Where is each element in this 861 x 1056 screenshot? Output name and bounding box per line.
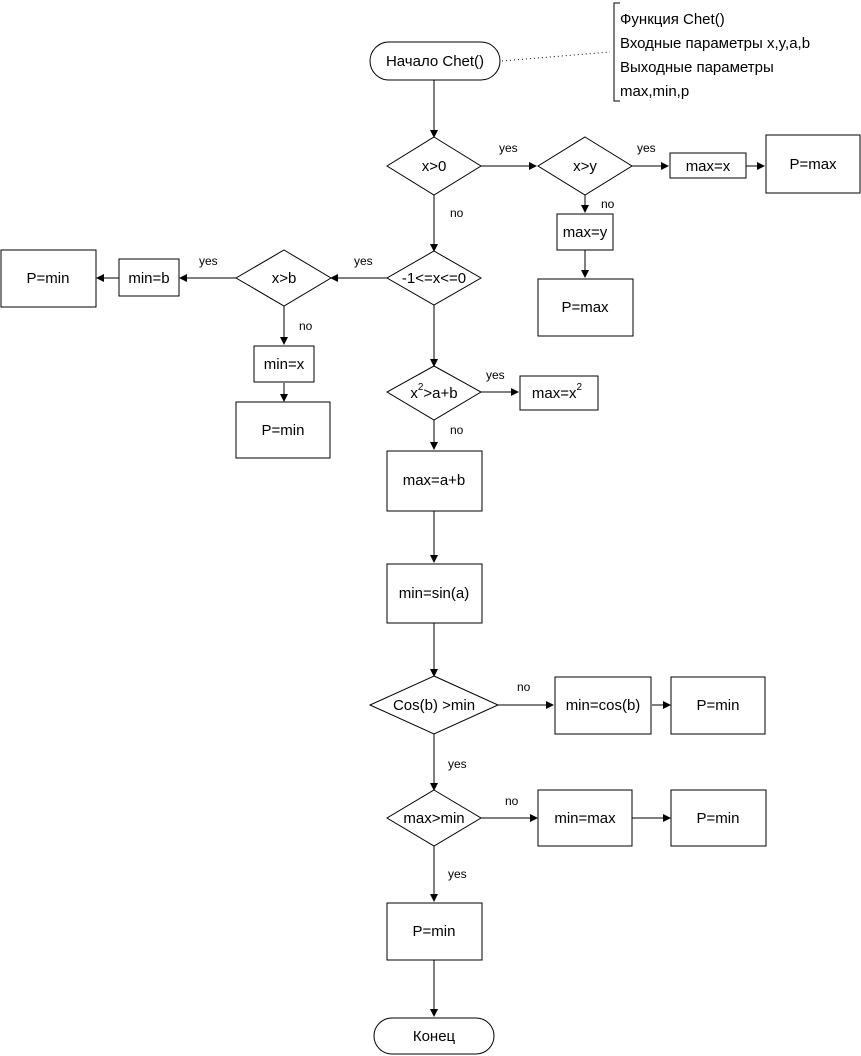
end-label: Конец bbox=[413, 1028, 456, 1045]
process-p-min-final-label: P=min bbox=[413, 923, 456, 940]
process-p-min-leftmid-label: P=min bbox=[262, 422, 305, 439]
process-max-x2-sup: 2 bbox=[577, 382, 583, 393]
process-min-eq-b-label: min=b bbox=[128, 270, 169, 287]
edge-label-no-x2: no bbox=[450, 423, 464, 437]
process-max-eq-x2-label: max=x2 bbox=[532, 382, 583, 402]
process-min-eq-b bbox=[118, 258, 180, 297]
process-p-min-left-label: P=min bbox=[27, 270, 70, 287]
process-max-eq-ab-label: max=a+b bbox=[403, 472, 466, 489]
decision-x-gt-0 bbox=[386, 136, 482, 196]
process-min-cos-label: min=cos(b) bbox=[566, 697, 641, 714]
process-max-eq-ab bbox=[386, 450, 483, 512]
process-p-max-mid bbox=[537, 278, 634, 337]
process-min-eq-max bbox=[537, 789, 633, 847]
edge-label-yes-maxmin: yes bbox=[448, 867, 467, 881]
edge-label-no-x0: no bbox=[450, 206, 464, 220]
decision-max-gt-min bbox=[386, 789, 482, 847]
edge-label-no-xb: no bbox=[299, 319, 313, 333]
process-max-eq-y bbox=[556, 213, 614, 251]
decision-x-gt-y-label: x>y bbox=[573, 158, 597, 175]
process-max-x2-base: max=x bbox=[532, 385, 577, 402]
decision-x2-sup: 2 bbox=[418, 382, 424, 393]
edge-label-no-maxmin: no bbox=[505, 794, 519, 808]
decision-range bbox=[385, 250, 483, 306]
process-p-min-maxmin bbox=[670, 789, 767, 847]
process-min-sin-label: min=sin(a) bbox=[399, 585, 469, 602]
edge-label-no-xy: no bbox=[601, 197, 615, 211]
edge-label-yes-x0: yes bbox=[499, 141, 518, 155]
note-line-4: max,min,p bbox=[620, 83, 689, 100]
process-min-sin bbox=[386, 563, 483, 624]
edge-label-yes-x2: yes bbox=[486, 368, 505, 382]
process-min-eq-max-label: min=max bbox=[554, 810, 616, 827]
edge-label-yes-range: yes bbox=[354, 254, 373, 268]
process-max-eq-x bbox=[669, 152, 747, 179]
decision-x2-rest: >a+b bbox=[423, 385, 457, 402]
process-p-max-top bbox=[765, 134, 861, 194]
note-line-2: Входные параметры x,y,a,b bbox=[620, 35, 810, 52]
process-min-cos bbox=[554, 676, 652, 735]
process-max-eq-x-label: max=x bbox=[686, 158, 731, 175]
note-connector bbox=[501, 51, 611, 62]
start-terminal bbox=[369, 41, 501, 81]
process-p-max-mid-label: P=max bbox=[561, 299, 609, 316]
process-max-eq-y-label: max=y bbox=[563, 224, 608, 241]
process-p-max-top-label: P=max bbox=[789, 156, 837, 173]
process-p-min-cos-label: P=min bbox=[697, 697, 740, 714]
decision-x2-gt-ab bbox=[385, 365, 483, 421]
edge-label-yes-xb: yes bbox=[199, 254, 218, 268]
end-terminal bbox=[373, 1017, 495, 1055]
decision-range-label: -1<=x<=0 bbox=[402, 270, 466, 287]
decision-cos-gt-min-label: Cos(b) >min bbox=[393, 697, 475, 714]
note-bracket bbox=[613, 2, 620, 102]
decision-x2-base: x bbox=[410, 385, 418, 402]
start-label: Начало Chet() bbox=[386, 53, 484, 70]
process-p-min-maxmin-label: P=min bbox=[697, 810, 740, 827]
decision-max-gt-min-label: max>min bbox=[403, 810, 464, 827]
process-min-eq-x bbox=[253, 345, 315, 383]
decision-x2-gt-ab-label: x2>a+b bbox=[410, 382, 457, 402]
note-line-1: Функция Chet() bbox=[620, 11, 725, 28]
process-p-min-cos bbox=[670, 676, 766, 735]
edge-label-yes-xy: yes bbox=[637, 141, 656, 155]
decision-x-gt-b-label: x>b bbox=[272, 270, 297, 287]
decision-x-gt-0-label: x>0 bbox=[422, 158, 447, 175]
decision-cos-gt-min bbox=[368, 675, 500, 735]
process-p-min-final bbox=[386, 902, 483, 961]
decision-x-gt-y bbox=[537, 136, 633, 196]
process-min-eq-x-label: min=x bbox=[264, 356, 305, 373]
note-line-3: Выходные параметры bbox=[620, 59, 774, 76]
process-max-eq-x2 bbox=[519, 375, 599, 411]
edge-label-yes-cos: yes bbox=[448, 757, 467, 771]
process-p-min-left bbox=[0, 249, 97, 308]
edge-label-no-cos: no bbox=[517, 680, 531, 694]
process-p-min-leftmid bbox=[235, 401, 331, 459]
decision-x-gt-b bbox=[235, 249, 332, 307]
